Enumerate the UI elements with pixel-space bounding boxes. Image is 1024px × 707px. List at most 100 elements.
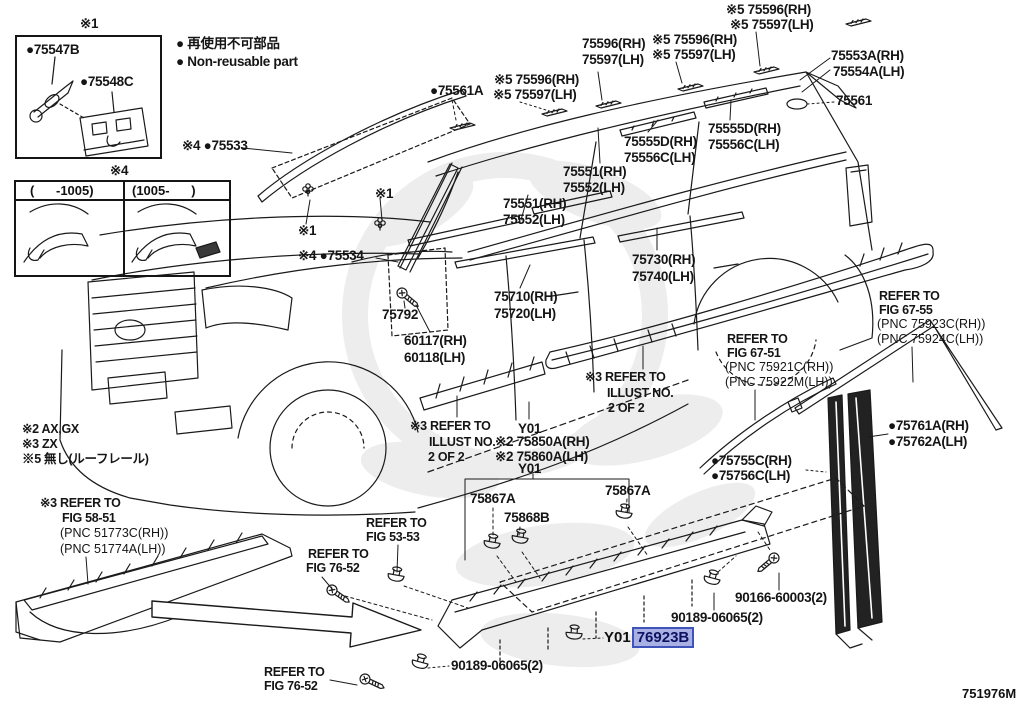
part-label-75597-n5a: ※5 75597(LH) <box>493 87 577 102</box>
part-label-75548c: ●75548C <box>80 74 134 89</box>
part-label-75596-n5a: ※5 75596(RH) <box>494 72 580 87</box>
refer-fig-53-53-1: REFER TO <box>366 516 427 530</box>
screw-icon <box>357 671 387 694</box>
marker-note-1c: ※1 <box>298 223 317 238</box>
suffix-y01-bottom: Y01 <box>518 461 542 476</box>
part-label-75556c-b: 75556C(LH) <box>624 150 696 165</box>
part-label-75850a: ※2 75850A(RH) <box>495 434 590 449</box>
part-label-75720: 75720(LH) <box>494 306 556 321</box>
body-side-mouldings <box>419 242 934 411</box>
pnc-75922m: (PNC 75922M(LH)) <box>725 375 833 389</box>
clip-icon <box>410 651 431 671</box>
clip-icon <box>386 565 407 583</box>
part-label-75755c: ●75755C(RH) <box>711 453 792 468</box>
suffix-y01-top: Y01 <box>518 421 542 436</box>
selected-part-number-76923b[interactable]: 76923B <box>631 627 695 648</box>
variant-box-divider <box>122 182 125 275</box>
windshield-moulding-75533 <box>257 89 471 203</box>
roof-clip-icon <box>845 18 872 27</box>
screw-icon <box>324 582 353 607</box>
refer-illust-note-right-3: 2 OF 2 <box>608 401 645 415</box>
part-label-75730: 75730(RH) <box>632 252 696 267</box>
part-label-75867a-left: 75867A <box>470 491 516 506</box>
door-frame-moulding-fig-67-51 <box>699 377 837 475</box>
part-label-75556c-a: 75556C(LH) <box>708 137 780 152</box>
drawing-number: 751976M <box>962 686 1017 701</box>
roof-clip-icon <box>677 83 704 92</box>
part-label-75597: 75597(LH) <box>582 52 644 67</box>
refer-fig-67-51-1: REFER TO <box>727 332 788 346</box>
variant-box-header-line <box>16 199 229 201</box>
production-variant-box: ( -1005) (1005- ) <box>14 180 231 277</box>
part-label-75552-b: 75552(LH) <box>503 212 565 227</box>
refer-illust-note-right-2: ILLUST NO. <box>607 386 674 400</box>
variant-header-after-1005: (1005- ) <box>132 183 196 198</box>
variant-box-sketches <box>23 203 221 263</box>
legend-non-reusable-jp: ● 再使用不可部品 <box>176 36 280 51</box>
part-label-75596-n5b: ※5 75596(RH) <box>652 32 738 47</box>
refer-illust-note-left-2: ILLUST NO. <box>429 435 496 449</box>
part-label-75547b: ●75547B <box>26 42 80 57</box>
refer-fig-67-51-2: FIG 67-51 <box>727 346 781 360</box>
part-label-75534: ※4 ●75534 <box>298 248 364 263</box>
part-label-90189-06065-bottom: 90189-06065(2) <box>451 658 543 673</box>
vehicle-outline <box>59 71 874 516</box>
roof-clip-icon <box>595 100 622 109</box>
part-label-75710: 75710(RH) <box>494 289 558 304</box>
part-label-75533: ※4 ●75533 <box>182 138 248 153</box>
part-label-75867a-right: 75867A <box>605 483 651 498</box>
part-label-75596: 75596(RH) <box>582 36 646 51</box>
part-label-75561a: ●75561A <box>430 83 484 98</box>
part-label-75597-n5c: ※5 75597(LH) <box>730 17 814 32</box>
quarter-window-mouldings <box>827 389 883 649</box>
refer-fig-58-51-1: ※3 REFER TO <box>40 496 121 510</box>
part-label-90166-60003: 90166-60003(2) <box>735 590 827 605</box>
part-label-75597-n5b: ※5 75597(LH) <box>652 47 736 62</box>
refer-fig-76-52-bottom-1: REFER TO <box>264 665 325 679</box>
legend-non-reusable-en: ● Non-reusable part <box>176 54 298 69</box>
refer-fig-76-52-top-2: FIG 76-52 <box>306 561 360 575</box>
pnc-51774a: (PNC 51774A(LH)) <box>60 542 166 556</box>
note-grade-zx: ※3 ZX <box>22 437 58 451</box>
refer-illust-note-left-1: ※3 REFER TO <box>410 419 491 433</box>
note-no-roof-rail: ※5 無し(ルーフレール) <box>22 452 149 466</box>
part-label-75552-a: 75552(LH) <box>563 180 625 195</box>
refer-fig-67-55-1: REFER TO <box>879 289 940 303</box>
pnc-75923c: (PNC 75923C(RH)) <box>877 317 986 331</box>
highlighted-part-reference: Y01 76923B <box>604 627 695 648</box>
part-label-75596-n5c: ※5 75596(RH) <box>726 2 812 17</box>
clip-icon <box>614 502 635 520</box>
part-label-75868b: 75868B <box>504 510 550 525</box>
part-label-90189-06065-right: 90189-06065(2) <box>671 610 763 625</box>
part-label-60118: 60118(LH) <box>404 350 466 365</box>
pointer-arrow <box>151 600 422 648</box>
part-suffix-y01: Y01 <box>604 629 631 646</box>
pnc-51773c: (PNC 51773C(RH)) <box>60 526 169 540</box>
note-grade-ax-gx: ※2 AX,GX <box>22 422 79 436</box>
refer-fig-53-53-2: FIG 53-53 <box>366 530 420 544</box>
belt-mouldings <box>454 211 745 269</box>
part-label-75792: 75792 <box>382 307 419 322</box>
part-label-75756c: ●75756C(LH) <box>711 468 791 483</box>
marker-note-1: ※1 <box>80 16 99 31</box>
part-label-75555d-a: 75555D(RH) <box>708 121 781 136</box>
non-reusable-parts-inset-box <box>15 35 162 159</box>
part-label-75554a: 75554A(LH) <box>833 64 905 79</box>
part-label-75551-a: 75551(RH) <box>563 164 627 179</box>
background-watermark <box>342 152 756 668</box>
pnc-75921c: (PNC 75921C(RH)) <box>725 360 834 374</box>
refer-illust-note-right-1: ※3 REFER TO <box>585 370 666 384</box>
refer-illust-note-left-3: 2 OF 2 <box>428 450 465 464</box>
part-label-60117: 60117(RH) <box>404 333 467 348</box>
refer-fig-58-51-2: FIG 58-51 <box>62 511 116 525</box>
screw-icon <box>754 550 782 576</box>
part-label-75860a: ※2 75860A(LH) <box>495 449 588 464</box>
part-label-75553a: 75553A(RH) <box>831 48 904 63</box>
variant-header-before-1005: ( -1005) <box>30 183 94 198</box>
pnc-75924c: (PNC 75924C(LH)) <box>877 332 984 346</box>
part-label-75555d-b: 75555D(RH) <box>624 134 697 149</box>
part-label-75551-b: 75551(RH) <box>503 196 567 211</box>
marker-note-1b: ※1 <box>375 186 394 201</box>
